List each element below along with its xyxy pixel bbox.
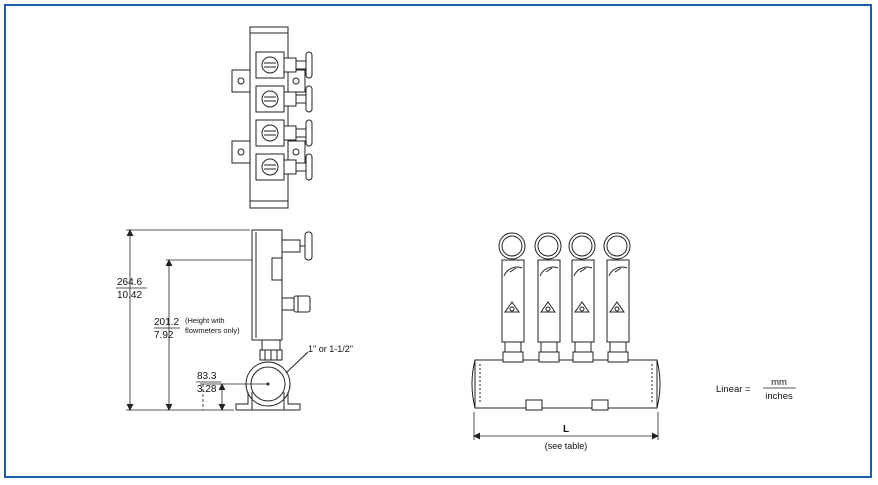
overall-height-in: 10.42: [117, 290, 142, 301]
meter-height-note-1: (Height with: [185, 316, 225, 325]
front-meter-4: [603, 232, 631, 363]
side-view: [235, 229, 313, 411]
top-meter-2: [255, 85, 313, 113]
front-meter-2: [534, 232, 562, 363]
overall-height-mm: 264.6: [117, 277, 142, 288]
meter-height-in: 7.92: [154, 330, 174, 341]
legend-prefix: Linear =: [716, 384, 751, 395]
side-dimensions: [126, 229, 268, 411]
top-meter-1: [255, 51, 313, 79]
legend-denominator: inches: [765, 391, 793, 402]
length-note: (see table): [545, 441, 588, 451]
top-view: [231, 26, 313, 209]
pipe-size-label: 1" or 1-1/2": [308, 344, 353, 354]
front-view: [471, 232, 661, 411]
legend-numerator: mm: [771, 377, 787, 388]
center-height-mm: 83.3: [197, 371, 217, 382]
length-dimension: [473, 412, 659, 440]
front-meter-3: [568, 232, 596, 363]
meter-height-mm: 201.2: [154, 317, 179, 328]
length-label: L: [563, 424, 569, 435]
meter-height-note-2: flowmeters only): [185, 326, 240, 335]
top-meter-4: [255, 153, 313, 181]
center-height-in: 3.28: [197, 384, 217, 395]
drawing-frame: [4, 4, 872, 478]
top-meter-3: [255, 119, 313, 147]
front-meter-1: [498, 232, 526, 363]
